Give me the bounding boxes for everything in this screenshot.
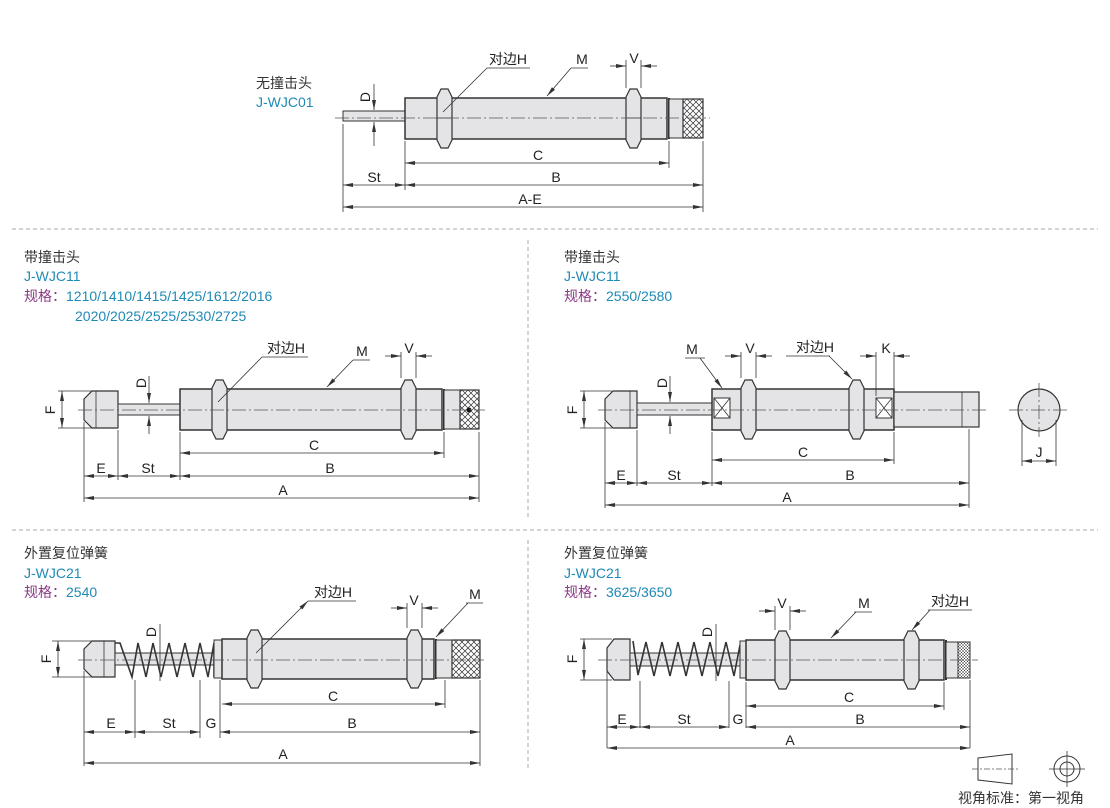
p1-label-c: C	[533, 147, 543, 163]
p1-title: 无撞击头	[256, 75, 312, 91]
p2-label-total: A	[278, 482, 288, 498]
p3-label-c: C	[798, 444, 808, 460]
p5-label-b: B	[855, 711, 864, 727]
p5-label-m: M	[858, 595, 870, 611]
projection-label: 视角标准：第一视角	[958, 790, 1084, 806]
p2-spec-label: 规格：	[24, 288, 66, 304]
p5-label-st: St	[677, 711, 690, 727]
p1-label-m: M	[576, 51, 588, 67]
p4-spec-label: 规格：	[24, 584, 66, 600]
p2-spec-value-1: 1210/1410/1415/1425/1612/2016	[66, 288, 273, 304]
p4-label-b: B	[347, 715, 356, 731]
p4-spec: 规格：2540	[24, 583, 97, 601]
p1-label-d: D	[357, 92, 373, 102]
p2-label-f: F	[42, 406, 58, 415]
p4-label-total: A	[278, 746, 288, 762]
p4-label-c: C	[328, 688, 338, 704]
p2-label-d: D	[133, 378, 149, 388]
p4-code: J-WJC21	[24, 565, 82, 581]
p4-label-m: M	[469, 586, 481, 602]
p4-title: 外置复位弹簧	[24, 545, 108, 561]
p1-label-b: B	[551, 169, 560, 185]
p1-drawing: D 对边H M V C St B A-E	[335, 50, 710, 212]
p5-label-h: 对边H	[931, 593, 969, 609]
p3-label-h: 对边H	[796, 339, 834, 355]
p3-label-f: F	[564, 406, 580, 415]
p3-title: 带撞击头	[564, 249, 620, 265]
p4-spec-value-1: 2540	[66, 584, 98, 600]
p5-label-g: G	[733, 711, 744, 727]
p5-label-e: E	[617, 711, 626, 727]
p3-label-d: D	[654, 378, 670, 388]
projection-symbol	[972, 751, 1085, 787]
p5-spec-value-1: 3625/3650	[606, 584, 673, 600]
p5-label-v: V	[777, 595, 787, 611]
p5-label-f: F	[564, 655, 580, 664]
p2-label-b: B	[325, 460, 334, 476]
p3-label-total: A	[782, 489, 792, 505]
p5-label-d: D	[699, 627, 715, 637]
p1-code: J-WJC01	[256, 94, 314, 110]
p4-label-d: D	[143, 627, 159, 637]
p4-label-st: St	[162, 715, 175, 731]
p3-spec: 规格：2550/2580	[564, 287, 672, 305]
p1-label-h: 对边H	[489, 51, 527, 67]
p3-label-st: St	[667, 467, 680, 483]
p5-spec: 规格：3625/3650	[564, 583, 672, 601]
p2-label-h: 对边H	[267, 340, 305, 356]
p2-drawing: F D 对边H M V C E St B A	[42, 340, 485, 502]
p3-label-j: J	[1036, 444, 1043, 460]
p5-label-total: A	[785, 732, 795, 748]
p1-label-total: A-E	[518, 191, 541, 207]
p2-spec: 规格：1210/1410/1415/1425/1612/2016	[24, 287, 272, 305]
p4-label-e: E	[106, 715, 115, 731]
p3-label-e: E	[616, 467, 625, 483]
p2-label-m: M	[356, 343, 368, 359]
p2-label-c: C	[309, 437, 319, 453]
p4-label-h: 对边H	[314, 584, 352, 600]
p5-spec-label: 规格：	[564, 584, 606, 600]
p3-spec-label: 规格：	[564, 288, 606, 304]
p2-label-v: V	[404, 340, 414, 356]
p2-label-e: E	[96, 460, 105, 476]
p1-label-v: V	[629, 50, 639, 66]
p3-label-k: K	[881, 340, 891, 356]
p3-code: J-WJC11	[564, 268, 621, 284]
p5-drawing: F D V M 对边H C E St G B A	[564, 593, 978, 750]
p3-label-m: M	[686, 341, 698, 357]
p3-spec-value-1: 2550/2580	[606, 288, 673, 304]
p1-label-st: St	[367, 169, 380, 185]
p2-code: J-WJC11	[24, 268, 81, 284]
p5-code: J-WJC21	[564, 565, 622, 581]
p4-label-f: F	[38, 655, 54, 664]
p5-label-c: C	[844, 689, 854, 705]
p3-label-b: B	[845, 467, 854, 483]
p5-title: 外置复位弹簧	[564, 545, 648, 561]
p2-label-st: St	[141, 460, 154, 476]
p4-label-v: V	[409, 592, 419, 608]
p4-label-g: G	[206, 715, 217, 731]
p3-drawing: J F D M V 对边H K C E St	[564, 339, 1069, 508]
p3-label-v: V	[745, 340, 755, 356]
p4-drawing: F D 对边H V M C E St G B A	[38, 584, 484, 766]
p2-title: 带撞击头	[24, 249, 80, 265]
p2-spec-value-2: 2020/2025/2525/2530/2725	[75, 308, 247, 324]
